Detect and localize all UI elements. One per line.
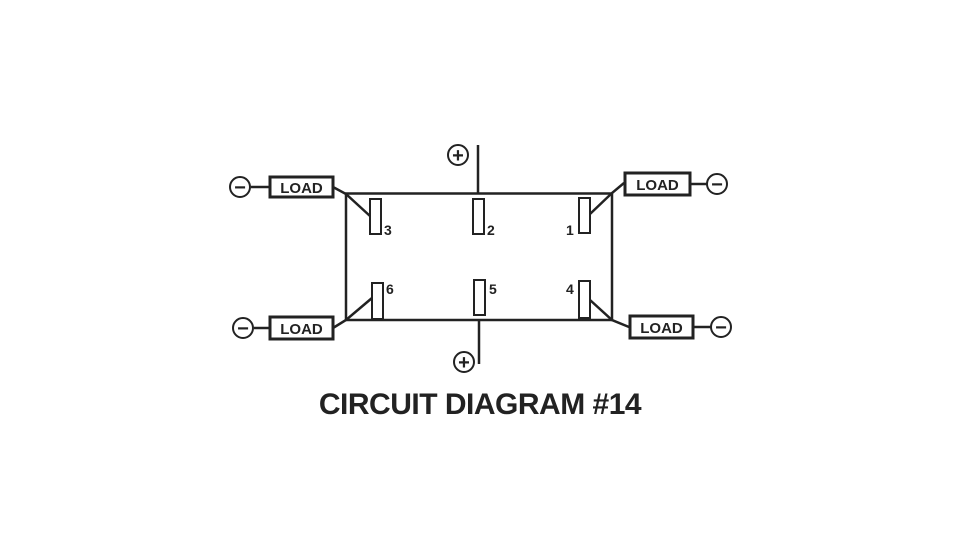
plus-terminal-top: + bbox=[447, 144, 469, 167]
plus-terminal-bottom: + bbox=[453, 351, 475, 374]
wire-load-tl bbox=[332, 185, 371, 217]
terminal-4 bbox=[578, 280, 591, 319]
load-top-right: LOAD − bbox=[623, 171, 728, 197]
wire-load-tr bbox=[589, 182, 625, 215]
terminal-5 bbox=[473, 279, 486, 316]
terminal-label-1: 1 bbox=[566, 222, 574, 238]
load-top-left: LOAD − bbox=[229, 175, 335, 199]
terminal-label-5: 5 bbox=[489, 281, 497, 297]
minus-symbol: − bbox=[711, 174, 723, 196]
terminal-label-6: 6 bbox=[386, 281, 394, 297]
load-bottom-right: LOAD − bbox=[628, 314, 732, 340]
terminal-3 bbox=[369, 198, 382, 235]
load-label: LOAD bbox=[280, 321, 323, 338]
minus-symbol: − bbox=[715, 317, 727, 339]
plus-symbol: + bbox=[458, 352, 470, 374]
load-bottom-left: LOAD − bbox=[232, 315, 335, 341]
wire-load-bl bbox=[332, 297, 373, 330]
terminal-6 bbox=[371, 282, 384, 320]
minus-symbol: − bbox=[237, 318, 249, 340]
plus-symbol: + bbox=[452, 145, 464, 167]
diagram-title: CIRCUIT DIAGRAM #14 bbox=[319, 388, 642, 421]
terminal-label-3: 3 bbox=[384, 222, 392, 238]
terminal-1 bbox=[578, 197, 591, 234]
terminal-label-2: 2 bbox=[487, 222, 495, 238]
load-label: LOAD bbox=[280, 180, 323, 197]
wire-load-br bbox=[589, 299, 630, 329]
terminal-2 bbox=[472, 198, 485, 235]
minus-symbol: − bbox=[234, 177, 246, 199]
terminal-label-4: 4 bbox=[566, 281, 574, 297]
load-label: LOAD bbox=[636, 177, 679, 194]
load-label: LOAD bbox=[640, 320, 683, 337]
